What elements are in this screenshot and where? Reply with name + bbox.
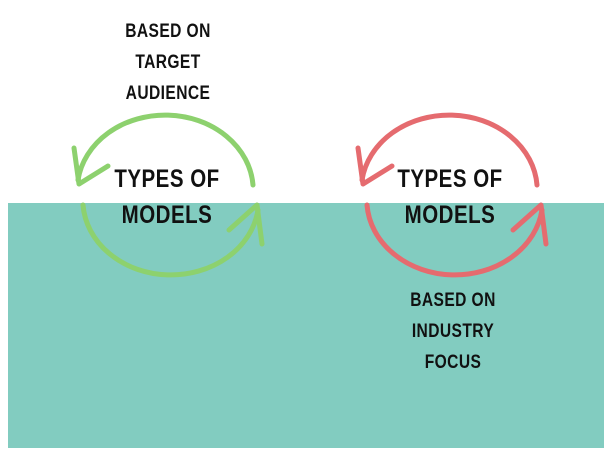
right-cycle-upper-arc xyxy=(359,112,540,188)
teal-background-band xyxy=(8,203,604,448)
right-center-label-line-1: TYPES OF xyxy=(397,165,503,193)
left-center-label-line-1: TYPES OF xyxy=(114,165,220,193)
left-cycle-lower-arc xyxy=(80,202,261,278)
right-bottom-label-line-1: BASED ON xyxy=(410,290,496,311)
right-cycle-lower-arrowhead xyxy=(510,202,549,247)
left-cycle-arrow xyxy=(71,112,265,278)
right-cycle-upper-arrowhead xyxy=(355,145,395,187)
right-cycle-arrow xyxy=(355,112,549,278)
right-cycle-lower-arc xyxy=(364,202,545,278)
right-bottom-label: BASED ON INDUSTRY FOCUS xyxy=(404,285,502,378)
left-center-label-line-2: MODELS xyxy=(121,201,213,229)
right-center-label-line-2: MODELS xyxy=(404,201,496,229)
left-top-label-line-2: TARGET xyxy=(135,52,201,73)
right-bottom-label-line-2: INDUSTRY xyxy=(411,321,495,342)
left-top-label: BASED ON TARGET AUDIENCE xyxy=(119,16,217,109)
left-center-label: TYPES OF MODELS xyxy=(106,161,229,233)
right-bottom-label-line-3: FOCUS xyxy=(424,352,482,373)
left-cycle-lower-arrowhead xyxy=(226,202,265,247)
left-cycle-upper-arrowhead xyxy=(71,145,111,187)
left-top-label-line-3: AUDIENCE xyxy=(125,83,211,104)
right-center-label: TYPES OF MODELS xyxy=(389,161,512,233)
left-top-label-line-1: BASED ON xyxy=(125,21,211,42)
left-cycle-upper-arc xyxy=(75,112,256,188)
